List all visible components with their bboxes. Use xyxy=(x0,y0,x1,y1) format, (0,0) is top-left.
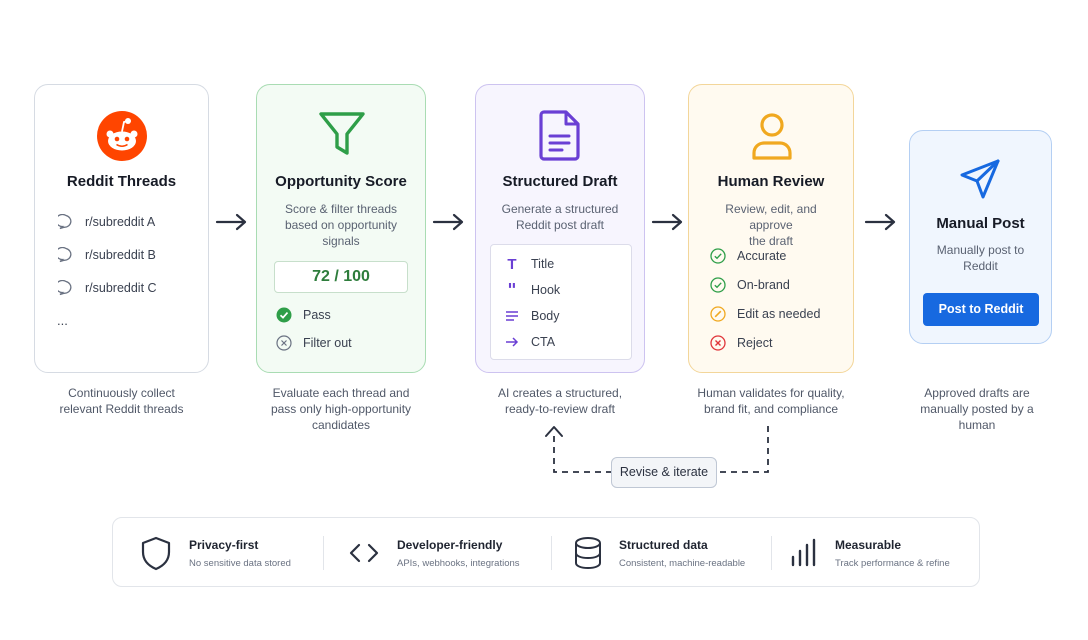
feature-item: Measurable Track performance & refine xyxy=(789,535,950,571)
funnel-icon xyxy=(317,109,367,159)
draft-fields-box: T Title " Hook Body CTA xyxy=(490,244,632,360)
draft-field: " Hook xyxy=(503,279,560,301)
step-caption: AI creates a structured, ready-to-review… xyxy=(497,386,623,416)
step-caption: Approved drafts are manually posted by a… xyxy=(920,386,1034,432)
reddit-threads-card: Reddit Threads r/subreddit A r/subreddit… xyxy=(34,84,209,373)
text-lines-icon xyxy=(503,307,521,325)
card-title: Opportunity Score xyxy=(275,173,407,190)
step-caption: Continuously collect relevant Reddit thr… xyxy=(59,386,184,416)
x-circle-icon xyxy=(709,334,727,352)
card-description: Manually post to Reddit xyxy=(936,243,1025,273)
review-check-item: Accurate xyxy=(709,247,786,265)
revise-loop-connector xyxy=(545,426,769,473)
list-item: r/subreddit B xyxy=(57,246,156,264)
feature-item: Structured data Consistent, machine-read… xyxy=(573,535,745,571)
bar-chart-icon xyxy=(789,535,817,571)
chat-bubble-icon xyxy=(57,213,75,231)
document-icon xyxy=(538,109,584,161)
check-circle-icon xyxy=(709,276,727,294)
text-title-icon: T xyxy=(507,255,517,273)
more-indicator: ... xyxy=(57,313,68,328)
post-to-reddit-button[interactable]: Post to Reddit xyxy=(923,293,1039,326)
human-review-card: Human Review Review, edit, and approve t… xyxy=(688,84,854,373)
subreddit-label: r/subreddit C xyxy=(85,281,157,295)
check-circle-icon xyxy=(709,247,727,265)
card-title: Manual Post xyxy=(936,215,1025,232)
flow-arrow-icon xyxy=(432,213,464,231)
subreddit-label: r/subreddit B xyxy=(85,248,156,262)
database-icon xyxy=(573,535,603,571)
pass-row: Pass xyxy=(275,306,331,324)
list-item: r/subreddit A xyxy=(57,213,155,231)
subreddit-label: r/subreddit A xyxy=(85,215,156,229)
shield-icon xyxy=(139,535,173,571)
features-bar: Privacy-first No sensitive data stored D… xyxy=(112,517,980,587)
draft-field: Body xyxy=(503,307,560,325)
step-caption: Human validates for quality, brand fit, … xyxy=(697,386,845,416)
draft-field: T Title xyxy=(503,255,554,273)
revise-iterate-badge: Revise & iterate xyxy=(611,457,717,488)
card-description: Generate a structured Reddit post draft xyxy=(501,202,619,232)
card-title: Human Review xyxy=(717,173,825,190)
reddit-icon xyxy=(97,111,147,161)
divider xyxy=(323,536,324,570)
feature-item: Developer-friendly APIs, webhooks, integ… xyxy=(349,535,520,571)
score-value: 72 / 100 xyxy=(274,261,408,293)
card-title: Reddit Threads xyxy=(66,173,177,190)
pencil-circle-icon xyxy=(709,305,727,323)
review-check-item: Reject xyxy=(709,334,772,352)
code-icon xyxy=(349,535,379,571)
structured-draft-card: Structured Draft Generate a structured R… xyxy=(475,84,645,373)
card-title: Structured Draft xyxy=(502,173,618,190)
quote-icon: " xyxy=(507,279,517,301)
feature-item: Privacy-first No sensitive data stored xyxy=(139,535,291,571)
flow-arrow-icon xyxy=(651,213,683,231)
check-circle-icon xyxy=(275,306,293,324)
card-description: Review, edit, and approve the draft xyxy=(725,202,817,248)
review-check-item: Edit as needed xyxy=(709,305,820,323)
flow-arrow-icon xyxy=(215,213,247,231)
divider xyxy=(551,536,552,570)
person-icon xyxy=(749,111,795,161)
flow-arrow-icon xyxy=(864,213,896,231)
divider xyxy=(771,536,772,570)
manual-post-card: Manual Post Manually post to Reddit Post… xyxy=(909,130,1052,344)
arrow-right-icon xyxy=(503,333,521,351)
opportunity-score-card: Opportunity Score Score & filter threads… xyxy=(256,84,426,373)
filter-out-row: Filter out xyxy=(275,334,352,352)
draft-field: CTA xyxy=(503,333,555,351)
chat-bubble-icon xyxy=(57,279,75,297)
step-caption: Evaluate each thread and pass only high-… xyxy=(270,386,412,432)
card-description: Score & filter threads based on opportun… xyxy=(284,202,398,248)
paper-plane-icon xyxy=(958,157,1002,201)
x-circle-icon xyxy=(275,334,293,352)
chat-bubble-icon xyxy=(57,246,75,264)
review-check-item: On-brand xyxy=(709,276,790,294)
list-item: r/subreddit C xyxy=(57,279,157,297)
